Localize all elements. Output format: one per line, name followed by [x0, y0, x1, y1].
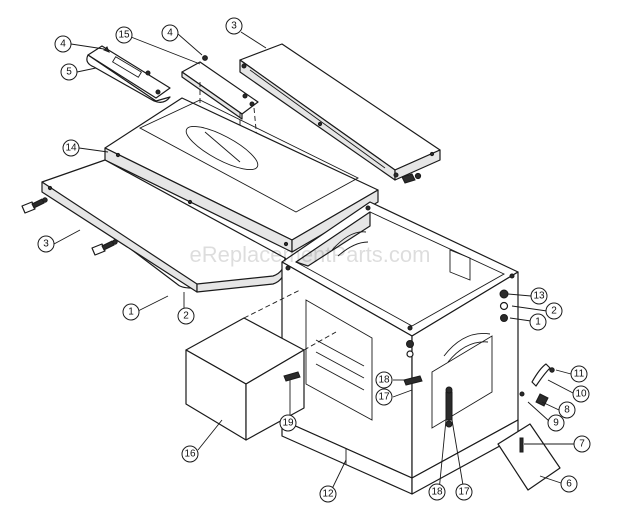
callout-14: 14: [62, 139, 80, 157]
callout-12: 12: [319, 485, 337, 503]
callout-label: 10: [575, 389, 587, 400]
right-extension-wing: [239, 43, 441, 184]
callout-label: 17: [378, 392, 390, 403]
callout-18-lower: 18: [428, 483, 446, 501]
main-table-top: [104, 97, 379, 253]
callout-label: 3: [231, 21, 237, 32]
left-extension-wing: [41, 159, 289, 293]
door-clip-parts: [519, 363, 555, 407]
callout-13: 13: [530, 287, 548, 305]
callout-19: 19: [279, 414, 297, 432]
callout-5: 5: [60, 63, 78, 81]
access-door: [497, 423, 561, 491]
callout-label: 4: [60, 39, 66, 50]
callout-6: 6: [560, 475, 578, 493]
watermark-text: eReplacementParts.com: [190, 242, 431, 267]
callout-17-lower: 17: [455, 483, 473, 501]
callout-label: 1: [128, 307, 134, 318]
blade-guard-plate: [181, 55, 259, 160]
callout-10: 10: [572, 385, 590, 403]
callout-label: 8: [564, 405, 570, 416]
leader-lines: [53, 31, 574, 492]
motor-cover: [185, 289, 337, 441]
callout-label: 11: [574, 369, 585, 380]
callout-2-right: 2: [545, 302, 563, 320]
callout-label: 13: [533, 291, 545, 302]
saw-stand-cabinet: [281, 201, 519, 495]
callout-label: 16: [184, 449, 196, 460]
callout-label: 17: [458, 487, 470, 498]
callout-label: 7: [579, 439, 585, 450]
callout-label: 5: [66, 67, 72, 78]
callout-label: 15: [118, 30, 130, 41]
callout-label: 18: [378, 375, 390, 386]
callout-3-left: 3: [37, 235, 55, 253]
callout-label: 6: [566, 479, 572, 490]
wing-bolts-left: [21, 197, 118, 256]
callout-label: 18: [431, 487, 443, 498]
callout-label: 9: [553, 418, 559, 429]
callout-label: 3: [43, 239, 49, 250]
callout-label: 12: [322, 489, 334, 500]
callout-label: 1: [535, 317, 541, 328]
callout-1-left: 1: [122, 303, 140, 321]
callout-label: 19: [282, 418, 294, 429]
callout-18-upper: 18: [375, 371, 393, 389]
callout-7: 7: [573, 435, 591, 453]
callout-2-left: 2: [177, 307, 195, 325]
callout-1-right: 1: [529, 313, 547, 331]
callout-17-upper: 17: [375, 388, 393, 406]
callout-label: 2: [183, 311, 189, 322]
callout-16: 16: [181, 445, 199, 463]
callout-9: 9: [547, 414, 565, 432]
callout-11: 11: [570, 365, 588, 383]
callout-4-top-mid: 4: [161, 24, 179, 42]
callout-8: 8: [558, 401, 576, 419]
callout-label: 4: [167, 28, 173, 39]
insert-plate: [86, 45, 171, 103]
callout-4-top-left: 4: [54, 35, 72, 53]
stand-side-hardware: [403, 289, 509, 428]
callout-label: 2: [551, 306, 557, 317]
callout-3-top: 3: [225, 17, 243, 35]
callout-label: 14: [65, 143, 77, 154]
callout-15: 15: [115, 26, 133, 44]
